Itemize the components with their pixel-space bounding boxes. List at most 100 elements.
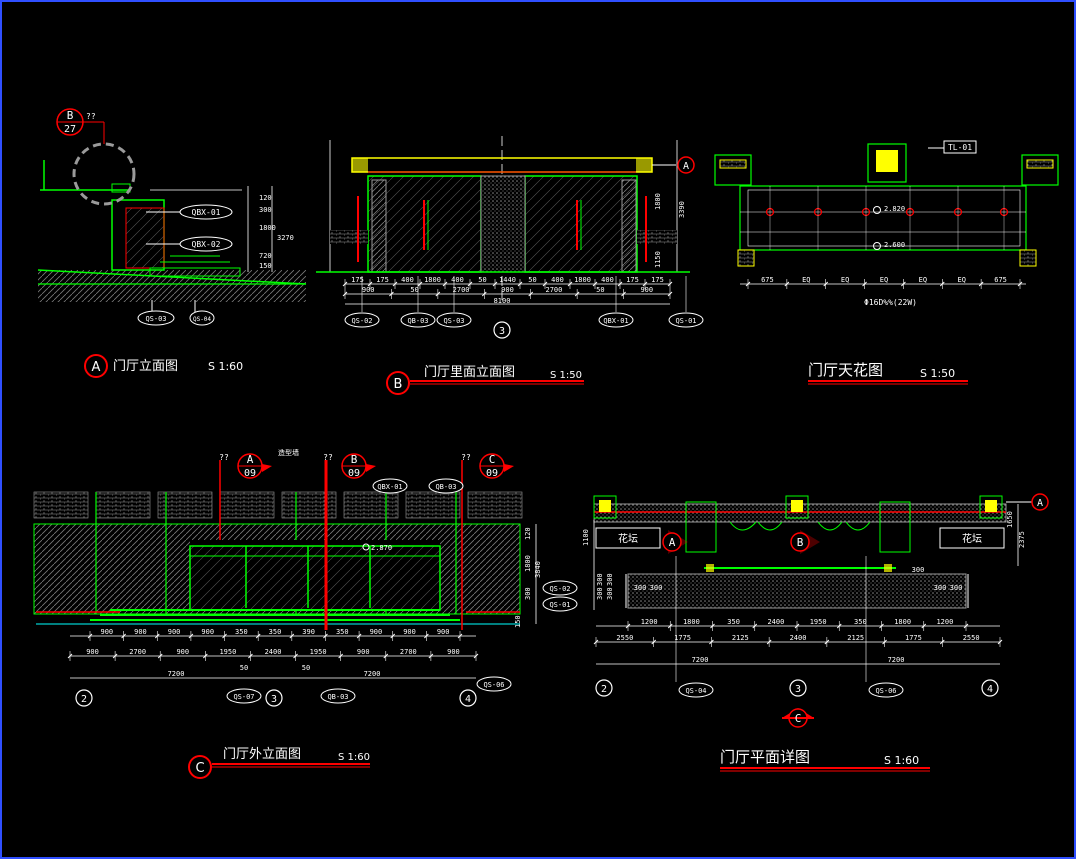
svg-text:A: A (1037, 498, 1043, 509)
dim-text: 1200 (936, 618, 953, 626)
tag-qs-01[interactable]: QS-01 (542, 596, 578, 612)
dim-text: 350 (336, 628, 349, 636)
svg-text:C: C (195, 761, 204, 776)
svg-text:1150: 1150 (654, 251, 662, 268)
grid-bubble-4[interactable]: 4 (459, 689, 477, 707)
dim-text: 350 (854, 618, 867, 626)
svg-text:S 1:60: S 1:60 (208, 360, 243, 373)
plan-grid-bubbles[interactable]: 2 3 4 (595, 679, 999, 697)
dim-text: 7200 (364, 670, 381, 678)
axis-marker-a[interactable]: A (677, 156, 695, 174)
callout-number: 09 (486, 468, 498, 479)
tag-label: QS-02 (549, 585, 570, 593)
dim-text: 1950 (219, 648, 236, 656)
tag-qs-02[interactable]: QS-02 (344, 312, 380, 328)
dim-text: 900 (437, 628, 450, 636)
wall-panel (33, 491, 89, 519)
dim-text: 400 (601, 276, 614, 284)
svg-text:A: A (683, 161, 689, 172)
callout-note: ?? (219, 453, 229, 462)
dim-text: 675 (994, 276, 1007, 284)
callout-b-27[interactable]: B 27 ?? (56, 108, 105, 144)
ceiling-outline (739, 185, 1027, 251)
grid-bubble-2[interactable]: 2 (75, 689, 93, 707)
dim-text: 2700 (129, 648, 146, 656)
plan-tags[interactable]: QS-04 QS-06 (675, 556, 904, 698)
dim-text: 300 (634, 584, 647, 592)
tag-tl-01[interactable]: TL-01 (928, 140, 977, 154)
dim-text: 150 (514, 615, 522, 628)
dim-text: 2700 (545, 286, 562, 294)
tag-qs-03[interactable]: QS-03 (137, 310, 175, 326)
svg-text:门厅里面立面图: 门厅里面立面图 (424, 365, 515, 380)
callout-note: ?? (323, 453, 333, 462)
level-2870: 2.870 (371, 544, 392, 552)
plan-grid-bubble-4[interactable]: 4 (981, 679, 999, 697)
tag-qb-03[interactable]: QB-03 (428, 478, 464, 494)
dim-text: 2400 (767, 618, 784, 626)
svg-text:QBX-02: QBX-02 (192, 240, 221, 249)
plan-axis-marker-a[interactable]: A (1031, 493, 1049, 511)
svg-text:1800: 1800 (654, 193, 662, 210)
dim-text: 175 (376, 276, 389, 284)
dim-text: 175 (651, 276, 664, 284)
plan-grid-bubble-2[interactable]: 2 (595, 679, 613, 697)
tag-qbx-01[interactable]: QBX-01 (146, 204, 233, 220)
dim-text: 900 (100, 628, 113, 636)
callout-a-09[interactable]: A09?? (219, 453, 272, 479)
dim-text: 300 (650, 584, 663, 592)
tag-label: QB-03 (327, 693, 348, 701)
tag-qs-06[interactable]: QS-06 (476, 676, 512, 692)
view-b-right-dims: 3390 1800 1150 (654, 193, 686, 268)
dim-text: 175 (626, 276, 639, 284)
svg-text:3390: 3390 (678, 201, 686, 218)
section-marker-a[interactable]: A (662, 530, 688, 554)
dim-text: 50 (410, 286, 418, 294)
callout-c-09[interactable]: C09?? (461, 453, 514, 479)
grid-bubble-3[interactable]: 3 (265, 689, 283, 707)
tag-qs-04[interactable]: QS-04 (189, 310, 215, 326)
svg-text:1800: 1800 (259, 224, 276, 232)
dim-text: 400 (401, 276, 414, 284)
wall-panel (467, 491, 523, 519)
view-c-callouts[interactable]: A09?? B09?? C09?? (219, 453, 514, 479)
tag-label: QS-07 (233, 693, 254, 701)
dim-text: 900 (201, 628, 214, 636)
tag-qb-03[interactable]: QB-03 (400, 312, 436, 328)
level-2600: 2.600 (884, 241, 905, 249)
dim-text: 900 (447, 648, 460, 656)
tag-qs-02[interactable]: QS-02 (542, 580, 578, 596)
dim-text: 900 (403, 628, 416, 636)
dim-text: 7200 (888, 656, 905, 664)
svg-text:QBX-01: QBX-01 (192, 208, 221, 217)
dim-text: 1950 (310, 648, 327, 656)
tag-label: QS-06 (875, 687, 896, 695)
svg-text:花坛: 花坛 (962, 532, 982, 545)
tag-qbx-01[interactable]: QBX-01 (598, 312, 634, 328)
view-c-grid-bubbles[interactable]: 2 3 4 (75, 689, 477, 707)
tag-qbx-02[interactable]: QBX-02 (146, 236, 233, 252)
tag-qs-07[interactable]: QS-07 (226, 688, 262, 704)
tag-label: QBX-01 (377, 483, 402, 491)
plan-grid-bubble-3[interactable]: 3 (789, 679, 807, 697)
title-view-c: C 门厅外立面图 S 1:60 (188, 747, 370, 779)
dim-text: 900 (176, 648, 189, 656)
dim-text: 2375 (1018, 531, 1026, 548)
section-marker-b[interactable]: B (790, 530, 820, 554)
tag-qbx-01[interactable]: QBX-01 (372, 478, 408, 494)
tag-qs-01[interactable]: QS-01 (668, 312, 704, 328)
tag-qb-03-lower[interactable]: QB-03 (320, 688, 356, 704)
grid-bubble-3[interactable]: 3 (493, 321, 511, 339)
tag-qs-06[interactable]: QS-06 (868, 682, 904, 698)
svg-text:门厅天花图: 门厅天花图 (808, 361, 883, 379)
dim-text: 675 (761, 276, 774, 284)
tag-qs-04[interactable]: QS-04 (678, 682, 714, 698)
plan-section-marker-c[interactable]: C (782, 708, 814, 728)
callout-b-09[interactable]: B09?? (323, 453, 376, 479)
tag-qs-03[interactable]: QS-03 (436, 312, 472, 328)
